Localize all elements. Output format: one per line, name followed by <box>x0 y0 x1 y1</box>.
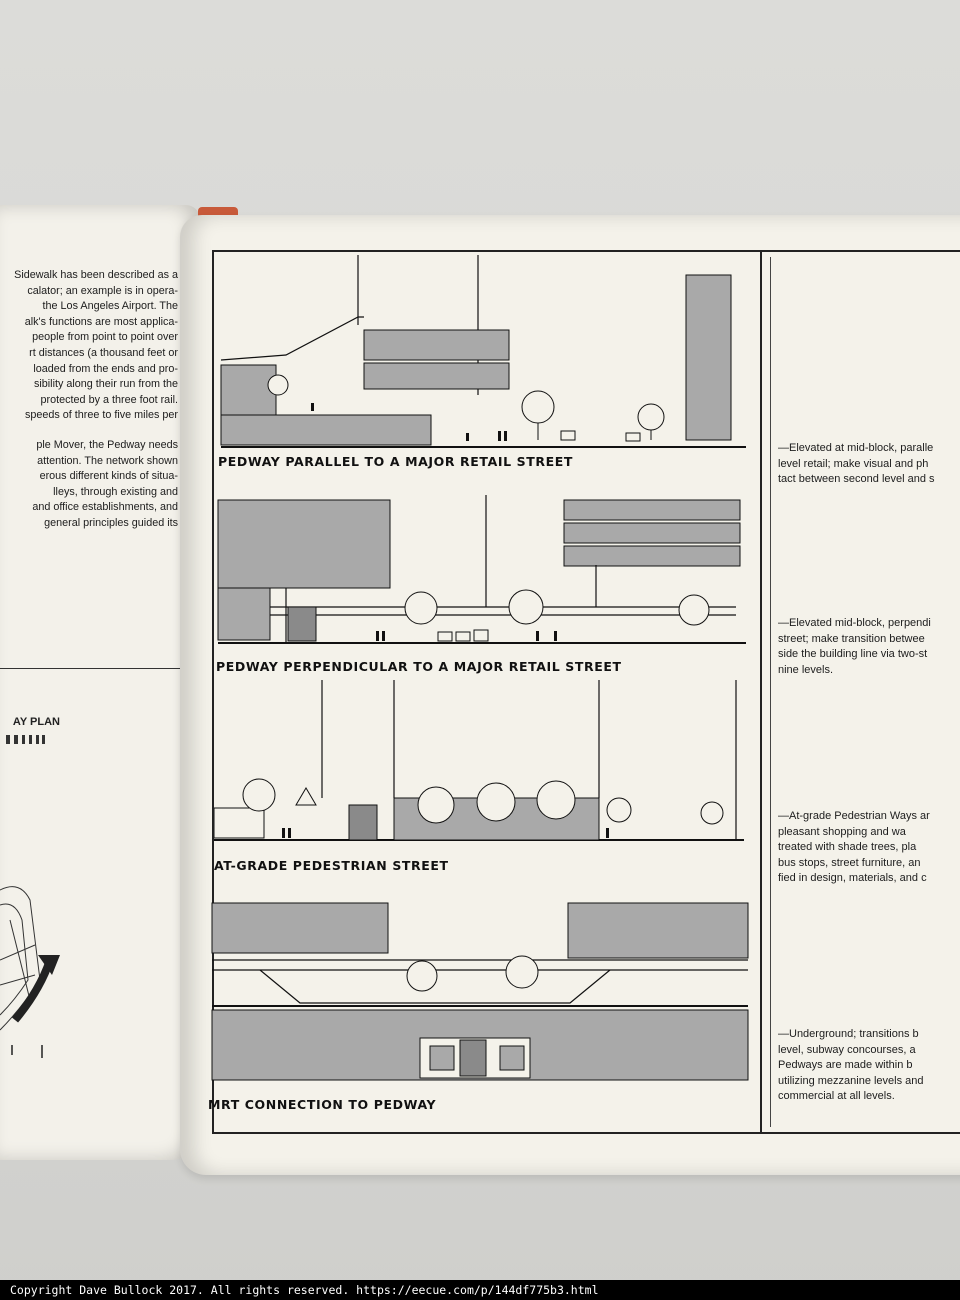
text-line: rt distances (a thousand feet or <box>29 346 178 359</box>
caption-at-grade: —At-grade Pedestrian Ways ar pleasant sh… <box>778 809 960 887</box>
caption-line: fied in design, materials, and c <box>778 872 927 884</box>
text-line: protected by a three foot rail. <box>40 393 178 406</box>
caption-line: bus stops, street furniture, an <box>778 856 921 869</box>
left-divider <box>0 668 182 669</box>
frame-left-rule <box>212 250 214 1134</box>
section-drawing-perpendicular <box>217 495 746 644</box>
section-drawing-parallel <box>220 255 746 448</box>
text-line: ple Mover, the Pedway needs <box>36 438 178 451</box>
text-line: erous different kinds of situa- <box>39 470 178 483</box>
text-line: attention. The network shown <box>37 454 178 467</box>
caption-line: —At-grade Pedestrian Ways ar <box>778 810 930 822</box>
section-drawing-mrt <box>211 902 749 1081</box>
text-line: and office establishments, and <box>32 501 178 514</box>
column-divider <box>760 250 762 1134</box>
text-line: Sidewalk has been described as a <box>14 269 178 281</box>
left-page-text: Sidewalk has been described as a calator… <box>0 268 178 532</box>
caption-line: —Elevated mid-block, perpendi <box>778 617 931 629</box>
caption-line: —Elevated at mid-block, paralle <box>778 442 934 454</box>
caption-perpendicular: —Elevated mid-block, perpendi street; ma… <box>778 616 960 678</box>
caption-line: commercial at all levels. <box>778 1090 895 1102</box>
caption-line: utilizing mezzanine levels and <box>778 1074 924 1087</box>
plan-label: AY PLAN <box>12 716 60 728</box>
caption-line: Pedways are made within b <box>778 1059 913 1071</box>
text-line: general principles guided its <box>44 516 178 529</box>
column-divider-inner <box>770 257 771 1127</box>
text-line: loaded from the ends and pro- <box>33 362 178 375</box>
caption-line: nine levels. <box>778 663 834 676</box>
copyright-bar: Copyright Dave Bullock 2017. All rights … <box>0 1280 960 1300</box>
text-line: alk's functions are most applica- <box>24 315 178 328</box>
pedway-plan-map <box>0 735 60 1058</box>
caption-line: treated with shade trees, pla <box>778 841 917 853</box>
figure-title: AT-GRADE PEDESTRIAN STREET <box>214 858 449 873</box>
caption-line: pleasant shopping and wa <box>778 825 906 838</box>
caption-line: tact between second level and s <box>778 473 935 485</box>
caption-line: —Underground; transitions b <box>778 1028 919 1040</box>
frame-bottom-rule <box>212 1132 960 1134</box>
caption-line: street; make transition betwee <box>778 632 925 645</box>
paragraph-gap <box>0 424 178 438</box>
figure-title: PEDWAY PERPENDICULAR TO A MAJOR RETAIL S… <box>216 659 622 674</box>
text-line: lleys, through existing and <box>53 485 178 498</box>
figure-title: PEDWAY PARALLEL TO A MAJOR RETAIL STREET <box>218 454 573 469</box>
text-line: the Los Angeles Airport. The <box>42 300 178 313</box>
text-line: speeds of three to five miles per <box>24 409 178 422</box>
caption-underground: —Underground; transitions b level, subwa… <box>778 1027 960 1105</box>
frame-top-rule <box>212 250 960 252</box>
figure-title: MRT CONNECTION TO PEDWAY <box>208 1097 437 1112</box>
caption-line: level retail; make visual and ph <box>778 457 929 470</box>
section-drawing-at-grade <box>214 680 744 841</box>
text-line: people from point to point over <box>32 331 178 344</box>
text-line: sibility along their run from the <box>33 378 178 391</box>
caption-parallel: —Elevated at mid-block, paralle level re… <box>778 441 960 488</box>
caption-line: level, subway concourses, a <box>778 1043 916 1056</box>
text-line: calator; an example is in opera- <box>27 284 178 297</box>
caption-line: side the building line via two-st <box>778 648 928 660</box>
